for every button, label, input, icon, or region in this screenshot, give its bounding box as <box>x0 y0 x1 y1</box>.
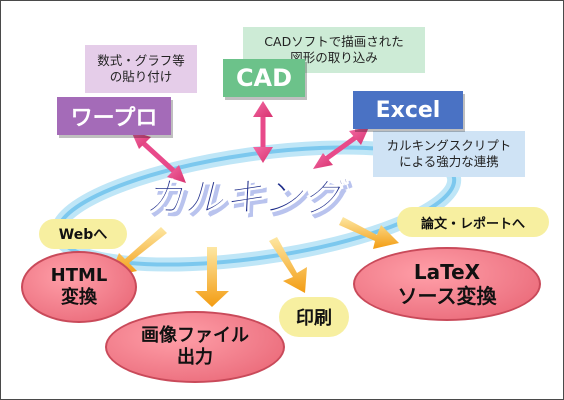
note-cad-line1: CADソフトで描画された <box>264 34 404 49</box>
tile-wapuro-label: ワープロ <box>70 106 158 131</box>
pill-web: Webへ <box>39 219 127 249</box>
note-wapuro: 数式・グラフ等 の貼り付け <box>85 45 197 93</box>
oval-image-line1: 画像ファイル <box>141 325 249 346</box>
arrow-cad-center <box>253 101 273 163</box>
pill-print: 印刷 <box>279 297 349 337</box>
pill-print-label: 印刷 <box>296 308 332 329</box>
arrow-to-print <box>269 237 307 293</box>
tile-excel: Excel <box>353 91 463 129</box>
oval-latex: LaTeX ソース変換 <box>353 247 541 321</box>
arrow-wapuro-center <box>131 131 186 183</box>
note-cad: CADソフトで描画された 図形の取り込み <box>243 27 425 73</box>
pill-report-label: 論文・レポートへ <box>420 216 525 232</box>
tile-cad-label: CAD <box>235 64 293 92</box>
tile-wapuro: ワープロ <box>57 97 171 135</box>
oval-html-line2: 変換 <box>61 287 97 308</box>
arrow-to-image <box>195 247 229 307</box>
oval-image: 画像ファイル 出力 <box>105 311 285 383</box>
note-excel-line2: による強力な連携 <box>399 154 499 169</box>
tile-excel-label: Excel <box>375 97 441 123</box>
note-excel: カルキングスクリプト による強力な連携 <box>373 131 525 177</box>
center-title: カルキング <box>144 176 350 220</box>
pill-web-label: Webへ <box>58 227 108 243</box>
pill-report: 論文・レポートへ <box>397 207 549 237</box>
note-wapuro-line2: の貼り付け <box>109 69 173 84</box>
oval-html-line1: HTML <box>50 265 108 286</box>
note-wapuro-line1: 数式・グラフ等 <box>97 53 185 68</box>
oval-html: HTML 変換 <box>21 251 137 323</box>
tile-cad: CAD <box>223 59 305 97</box>
oval-latex-line2: ソース変換 <box>397 284 497 308</box>
arrow-to-latex <box>339 217 399 249</box>
note-cad-line2: 図形の取り込み <box>290 50 378 65</box>
oval-latex-line1: LaTeX <box>413 260 481 284</box>
arrow-excel-center <box>313 127 369 169</box>
center-title-shadow: カルキング <box>148 180 354 224</box>
note-excel-line1: カルキングスクリプト <box>386 138 512 153</box>
oval-image-line2: 出力 <box>177 347 213 368</box>
